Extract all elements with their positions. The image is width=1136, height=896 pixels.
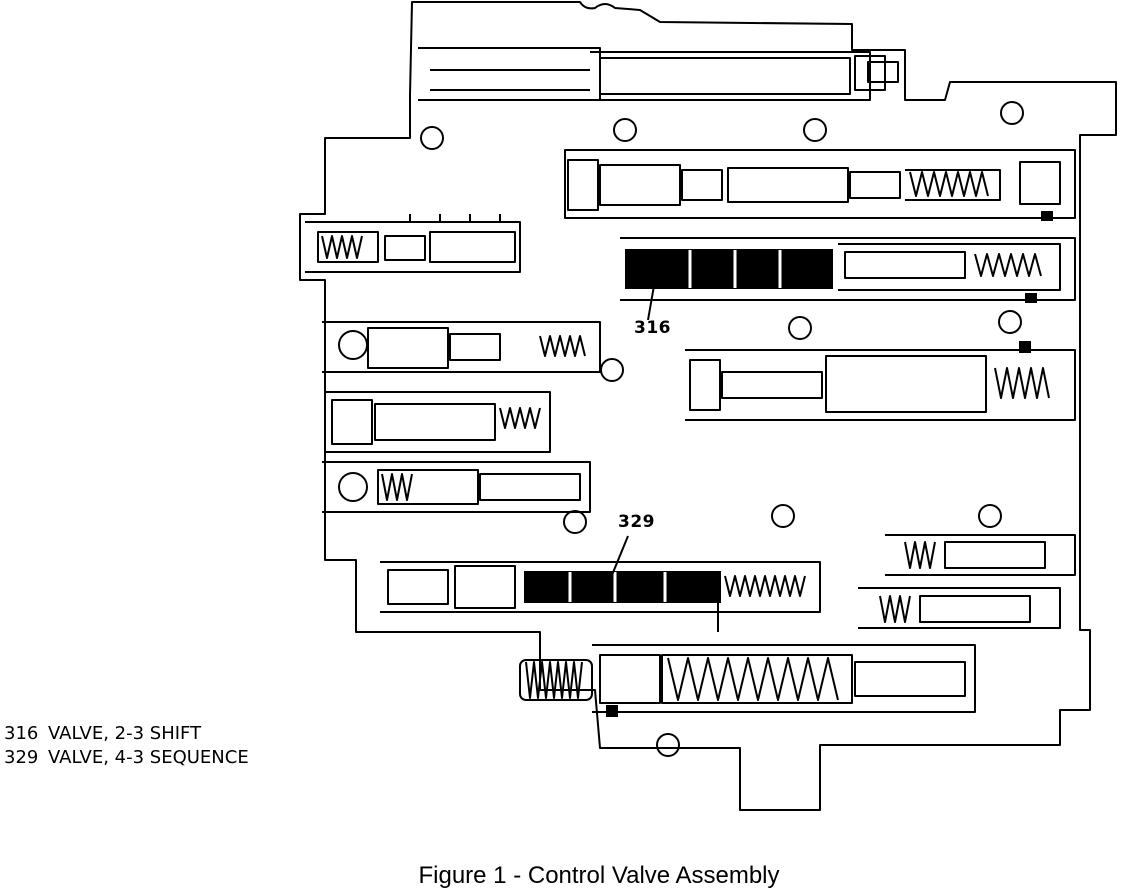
legend-text: VALVE, 4-3 SEQUENCE: [48, 747, 249, 768]
leader-316: [647, 279, 656, 321]
legend-number: 329: [4, 747, 39, 768]
legend-text: VALVE, 2-3 SHIFT: [48, 723, 202, 744]
valve-2-3-shift-mark: [625, 249, 833, 289]
leader-329: [611, 535, 629, 576]
legend-number: 316: [4, 723, 39, 744]
legend-row: 329 VALVE, 4-3 SEQUENCE: [4, 746, 249, 770]
valve-4-3-sequence-mark: [524, 571, 721, 603]
figure-caption: Figure 1 - Control Valve Assembly: [418, 862, 780, 889]
valve-body-outline: [299, 1, 1117, 811]
parts-legend: 316 VALVE, 2-3 SHIFT 329 VALVE, 4-3 SEQUEN…: [4, 722, 249, 770]
legend-row: 316 VALVE, 2-3 SHIFT: [4, 722, 249, 746]
callout-329: 329: [618, 512, 655, 532]
callout-316: 316: [634, 318, 671, 338]
